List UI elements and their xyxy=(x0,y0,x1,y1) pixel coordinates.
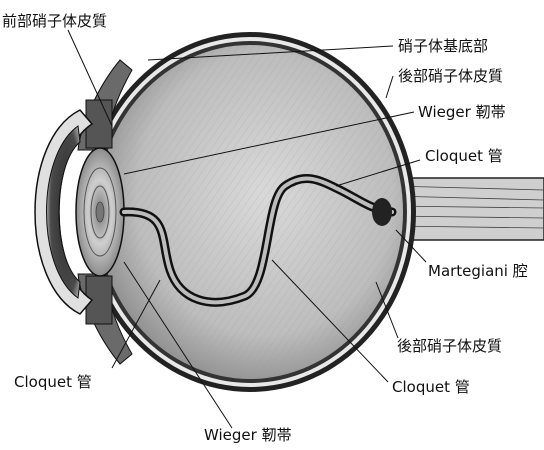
label-anterior-vitreous-cortex: 前部硝子体皮質 xyxy=(2,12,107,30)
label-wieger-ligament-bottom: Wieger 靭帯 xyxy=(204,426,292,444)
lens xyxy=(76,148,124,276)
label-wieger-ligament-top: Wieger 靭帯 xyxy=(418,103,506,121)
label-cloquet-canal-bottom-right: Cloquet 管 xyxy=(392,378,470,396)
leader-posterior-vitreous-cortex-top xyxy=(386,76,393,98)
label-posterior-vitreous-cortex-top: 後部硝子体皮質 xyxy=(398,67,503,85)
label-cloquet-canal-right: Cloquet 管 xyxy=(425,147,503,165)
label-vitreous-base: 硝子体基底部 xyxy=(398,37,488,55)
label-cloquet-canal-left: Cloquet 管 xyxy=(14,373,92,391)
label-posterior-vitreous-cortex-bottom: 後部硝子体皮質 xyxy=(397,337,502,355)
label-martegiani-space: Martegiani 腔 xyxy=(428,262,528,280)
